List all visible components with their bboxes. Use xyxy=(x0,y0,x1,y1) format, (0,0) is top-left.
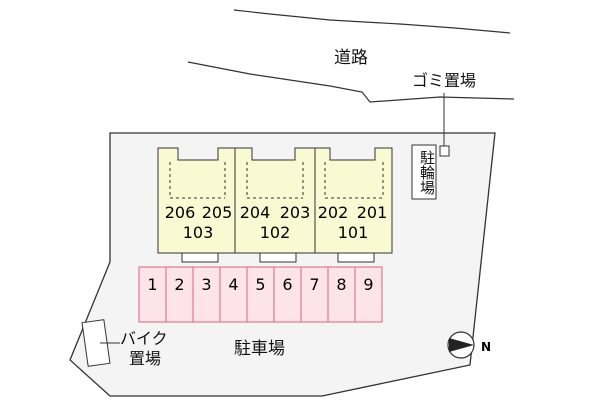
parking-space-4-label: 4 xyxy=(228,275,239,294)
balcony-line-1 xyxy=(169,162,226,199)
room-203: 203 xyxy=(279,203,311,222)
entry-step-2 xyxy=(259,252,297,263)
road-edge-top xyxy=(233,9,511,34)
parking-space-3 xyxy=(192,266,221,323)
compass-icon xyxy=(447,331,475,359)
parking-space-5 xyxy=(246,266,275,323)
parking-space-2 xyxy=(165,266,194,323)
parking-lot-label: 駐車場 xyxy=(234,339,285,359)
bicycle-parking-label: 駐輪場 xyxy=(418,149,436,195)
room-204: 204 xyxy=(239,203,271,222)
parking-space-9-label: 9 xyxy=(363,275,374,294)
road-label: 道路 xyxy=(334,48,368,68)
room-101: 101 xyxy=(337,223,369,242)
parking-space-1 xyxy=(138,266,167,323)
room-202: 202 xyxy=(317,203,349,222)
bike-parking-label-line2: 置場 xyxy=(129,349,162,368)
balcony-line-2 xyxy=(246,162,304,199)
parking-space-8-label: 8 xyxy=(336,275,347,294)
parking-space-7 xyxy=(300,266,329,323)
bicycle-parking-box xyxy=(411,144,437,200)
entry-step-1 xyxy=(181,252,219,263)
road-edge-bottom xyxy=(187,61,515,103)
room-102: 102 xyxy=(259,223,291,242)
building xyxy=(157,147,393,263)
parking-space-8 xyxy=(327,266,356,323)
parking-space-2-label: 2 xyxy=(174,275,185,294)
compass-label: N xyxy=(481,340,492,354)
entry-step-3 xyxy=(337,252,375,263)
parking-space-9 xyxy=(354,266,383,323)
balcony-line-3 xyxy=(324,162,384,199)
room-201: 201 xyxy=(356,203,388,222)
bike-parking-box xyxy=(81,319,111,367)
parking-space-6-label: 6 xyxy=(282,275,293,294)
parking-space-5-label: 5 xyxy=(255,275,266,294)
parking-space-1-label: 1 xyxy=(147,275,158,294)
parking-space-3-label: 3 xyxy=(201,275,212,294)
bike-parking-label-line1: バイク xyxy=(120,329,168,348)
room-206: 206 xyxy=(164,203,196,222)
parking-spaces xyxy=(138,266,383,323)
garbage-label: ゴミ置場 xyxy=(412,71,477,90)
room-103: 103 xyxy=(182,223,214,242)
garbage-station xyxy=(439,145,450,157)
room-205: 205 xyxy=(201,203,233,222)
parking-space-7-label: 7 xyxy=(309,275,320,294)
